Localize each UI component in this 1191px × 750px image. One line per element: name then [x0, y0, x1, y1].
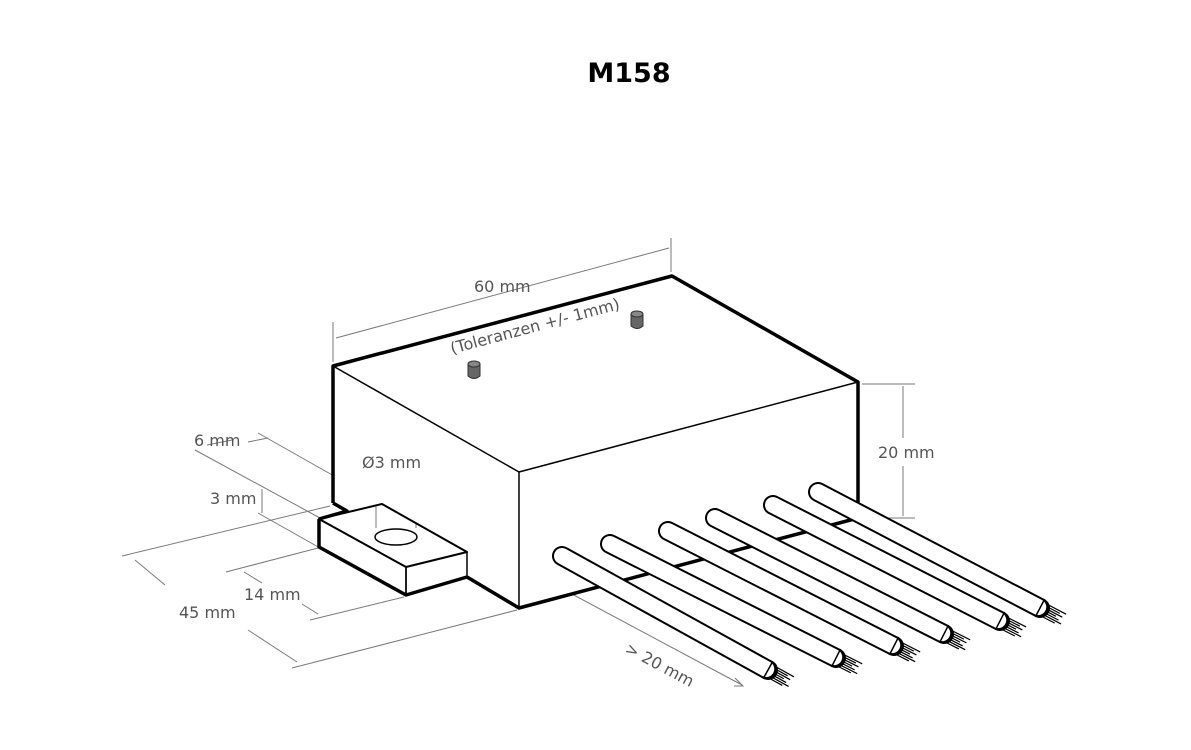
wire — [600, 534, 863, 675]
mounting-hole — [374, 528, 418, 546]
wire-end — [1034, 598, 1046, 618]
depth-label: 45 mm — [179, 603, 236, 622]
wire-insulation — [810, 484, 1047, 616]
mounting-lug — [317, 503, 468, 597]
hole-diameter-label: Ø3 mm — [362, 453, 421, 472]
pins — [467, 310, 644, 379]
page-title: M158 — [587, 58, 671, 89]
wire-insulation — [660, 523, 901, 654]
wire — [705, 508, 971, 651]
wire — [552, 546, 795, 687]
wire-insulation — [707, 510, 951, 642]
wire-end — [888, 636, 900, 656]
lug-height-label: 3 mm — [210, 489, 256, 508]
wire-insulation — [765, 497, 1007, 629]
wire — [658, 521, 921, 663]
height-label: 20 mm — [878, 443, 935, 462]
length-label: 60 mm — [474, 277, 531, 296]
wire-end — [938, 624, 950, 644]
wire — [763, 495, 1027, 638]
wire-end — [994, 611, 1006, 631]
dimension-lines — [121, 238, 915, 687]
wire-end — [830, 648, 842, 668]
wire-end — [762, 660, 774, 680]
lug-depth-label: 14 mm — [244, 585, 301, 604]
wire — [808, 482, 1067, 625]
wire-insulation — [554, 548, 775, 678]
wires — [552, 482, 1067, 687]
lug-width-label: 6 mm — [194, 431, 240, 450]
wire-length-label: > 20 mm — [622, 639, 697, 691]
wire-insulation — [602, 536, 843, 666]
